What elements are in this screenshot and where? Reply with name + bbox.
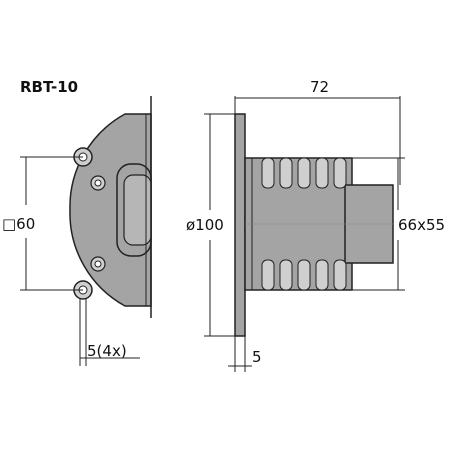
diameter-label: ø100 <box>186 216 224 234</box>
rear-dimension <box>352 157 405 291</box>
screw-hole-upper <box>90 175 106 191</box>
hole-dimension <box>79 298 140 366</box>
hole-size-label: 5(4x) <box>87 342 127 360</box>
rear-size-label: 66x55 <box>398 216 445 234</box>
depth-label: 72 <box>310 78 329 96</box>
depth-dimension <box>234 96 401 185</box>
side-fins-top <box>261 157 347 189</box>
square-size-label: □60 <box>2 215 35 233</box>
side-view: 72 ø100 5 66x55 <box>186 78 445 372</box>
screw-hole-lower <box>90 256 106 272</box>
model-title: RBT-10 <box>20 78 78 96</box>
side-fins-bottom <box>261 259 347 291</box>
thickness-dimension <box>228 336 252 372</box>
diameter-dimension <box>204 113 235 337</box>
thickness-label: 5 <box>252 348 262 366</box>
side-plate <box>234 113 246 337</box>
front-slot-inner <box>123 174 152 246</box>
front-view: □60 5(4x) <box>2 96 152 366</box>
square-dimension <box>20 156 83 291</box>
